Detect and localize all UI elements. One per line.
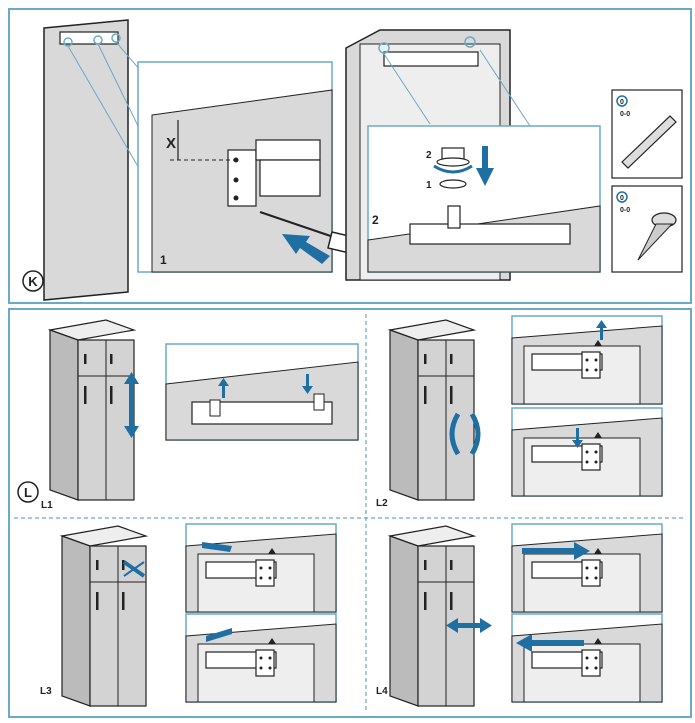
part-b-box: 0 0-0: [611, 185, 683, 273]
part-a-box: 0 0-0: [611, 89, 683, 179]
svg-text:1: 1: [426, 180, 432, 191]
section-k-illustration: K X 1: [22, 19, 683, 301]
step-l1: L L1: [17, 319, 359, 511]
svg-text:0: 0: [620, 99, 624, 106]
svg-text:2: 2: [426, 150, 432, 161]
section-k-badge: K: [22, 270, 44, 292]
section-k-panel: K X 1: [8, 8, 692, 304]
step-l2: L2: [376, 315, 663, 509]
svg-text:L3: L3: [40, 686, 52, 697]
svg-text:0-0: 0-0: [620, 111, 630, 118]
detail-2-frame: 2 1 2: [367, 125, 601, 273]
svg-text:X: X: [166, 135, 176, 152]
svg-text:L2: L2: [376, 498, 388, 509]
section-l-illustration: L L1 L2 L3: [14, 314, 686, 712]
svg-text:0-0: 0-0: [620, 207, 630, 214]
svg-text:0: 0: [620, 195, 624, 202]
svg-text:L1: L1: [41, 500, 53, 511]
svg-text:1: 1: [160, 253, 167, 267]
svg-text:2: 2: [372, 213, 379, 227]
section-l-panel: L L1 L2 L3: [8, 308, 692, 718]
detail-1-frame: X 1: [137, 61, 367, 273]
step-l3: L3: [40, 523, 337, 707]
svg-text:L: L: [24, 485, 32, 500]
tall-door: [43, 19, 141, 301]
svg-text:K: K: [28, 274, 38, 289]
step-l4: L4: [376, 523, 663, 707]
svg-text:L4: L4: [376, 686, 388, 697]
